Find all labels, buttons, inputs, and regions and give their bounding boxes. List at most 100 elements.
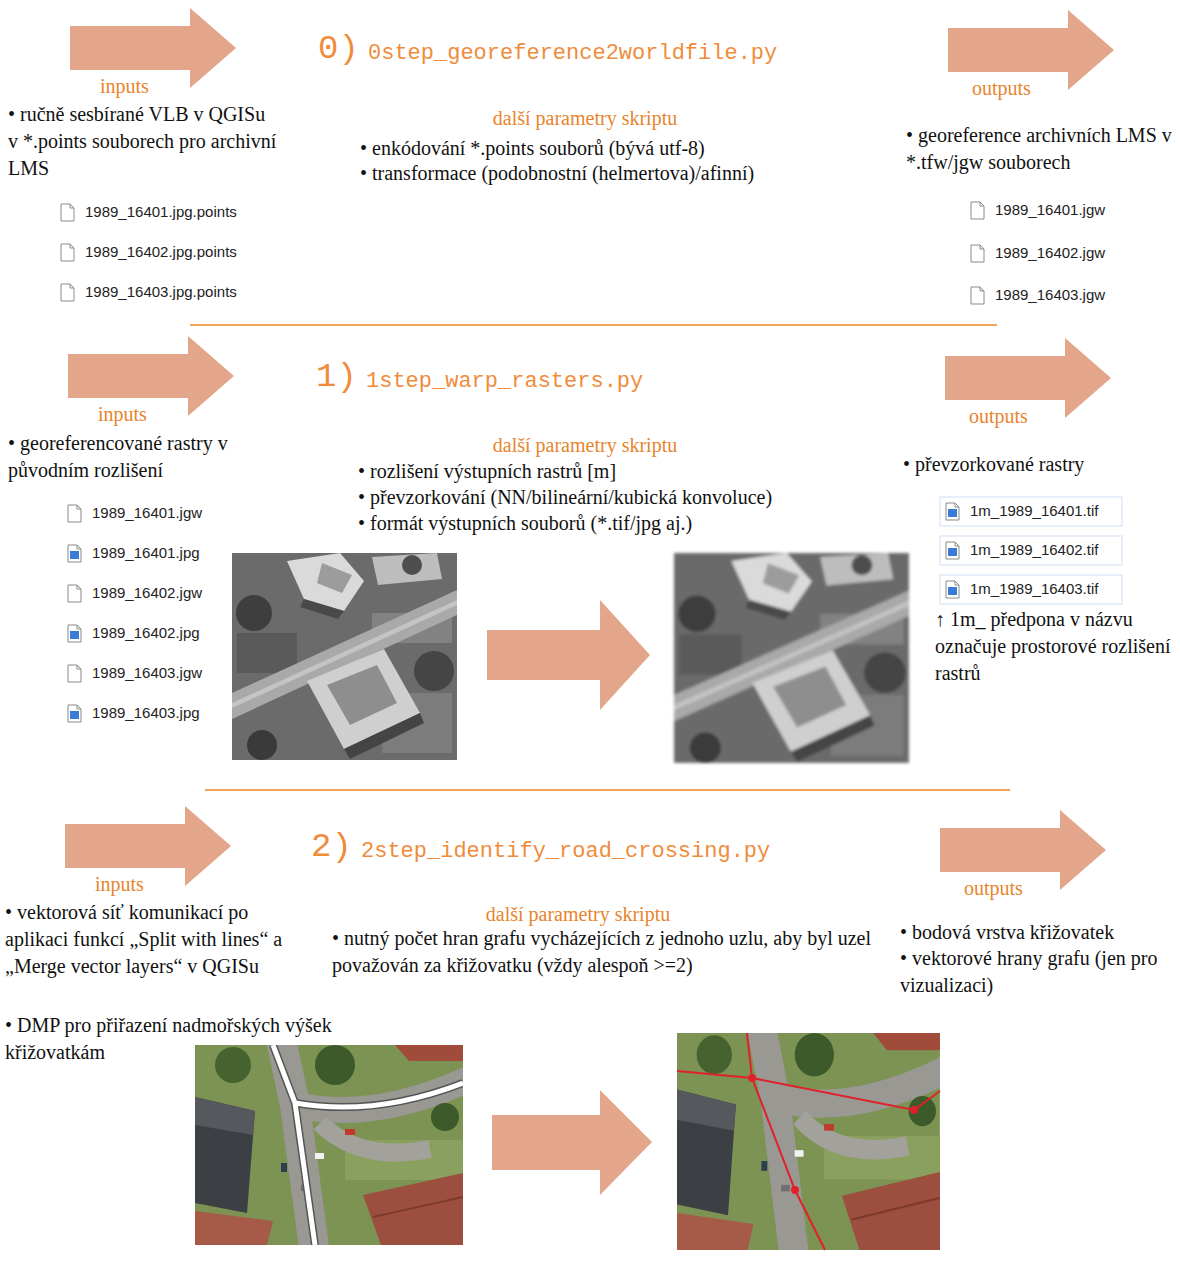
page-fold [955, 503, 959, 507]
bullet-text: • bodová vrstva křižovatek [900, 919, 1114, 946]
file-name: 1989_16401.jpg.points [85, 203, 237, 221]
crossing-output-map-part [747, 1033, 825, 1250]
file-name: 1m_1989_16401.tif [970, 502, 1098, 520]
crossing-output-map [677, 1022, 950, 1261]
page-fold [70, 284, 74, 288]
file-name: 1m_1989_16403.tif [970, 580, 1098, 598]
image-file-icon [68, 545, 81, 562]
arrow-shape: outputs [940, 810, 1110, 902]
page-outline [68, 585, 81, 602]
image-mark [948, 587, 957, 595]
page-fold [70, 244, 74, 248]
arrow-shape: inputs [70, 8, 240, 100]
bullet-text: • rozlišení výstupních rastrů [m] [358, 458, 616, 485]
image-mark [70, 711, 79, 719]
arrow-label: outputs [969, 404, 1028, 428]
image-mark [948, 548, 957, 556]
page-outline [61, 244, 74, 261]
step-number: 0) [318, 30, 359, 68]
file-name: 1989_16402.jpg.points [85, 243, 237, 261]
file-icon [68, 585, 81, 602]
crossing-output-map-part [677, 1071, 752, 1078]
page-fold [980, 245, 984, 249]
crossing-output-map-part [748, 1074, 756, 1082]
file-icon [971, 202, 984, 219]
page-fold [77, 505, 81, 509]
page-outline [61, 284, 74, 301]
arrow-shape: outputs [948, 10, 1118, 102]
page-outline [61, 204, 74, 221]
road-input-map-part-part [273, 1045, 315, 1245]
bullet-text: • převzorkované rastry [903, 451, 1084, 478]
bullet-text: • georeferencované rastry v původním roz… [8, 430, 263, 484]
page-outline [971, 245, 984, 262]
bullet-text: • transformace (podobnostní (helmertova)… [360, 160, 754, 187]
page-outline [971, 287, 984, 304]
road-input-map [195, 1035, 473, 1255]
road-input-map-part-part [295, 1083, 463, 1107]
parameter-heading: další parametry skriptu [378, 901, 778, 927]
road-input-map-part [273, 1045, 463, 1245]
file-name: 1989_16403.jpg [92, 704, 200, 722]
file-name: 1989_16402.jgw [92, 584, 202, 602]
file-name: 1989_16401.jpg [92, 544, 200, 562]
file-icon [61, 284, 74, 301]
crossing-output-map-part [752, 1078, 940, 1110]
script-name: 0step_georeference2worldfile.py [368, 41, 777, 67]
image-file-icon [940, 575, 1122, 604]
file-name: 1989_16402.jgw [995, 244, 1105, 262]
arrow-outline [65, 806, 235, 888]
crossing-output-map-part-part [677, 1022, 950, 1261]
selection-box [940, 497, 1122, 526]
page-outline [68, 505, 81, 522]
page-outline [946, 503, 959, 520]
arrow-label: inputs [98, 402, 147, 426]
script-name: 2step_identify_road_crossing.py [361, 839, 770, 865]
arrow-fill [70, 8, 236, 88]
separator-line [205, 789, 1010, 791]
arrow-label: outputs [972, 76, 1031, 100]
image-file-icon [940, 497, 1122, 526]
file-icon [61, 204, 74, 221]
file-name: 1989_16401.jgw [92, 504, 202, 522]
bullet-text: • ručně sesbírané VLB v QGISu v *.points… [8, 101, 280, 182]
arrow-shape: outputs [945, 338, 1115, 430]
arrow-label: outputs [964, 876, 1023, 900]
crossing-output-map-part [910, 1106, 918, 1114]
file-icon [68, 505, 81, 522]
bullet-text: • georeference archivních LMS v *.tfw/jg… [906, 122, 1172, 176]
arrow-label: inputs [95, 872, 144, 896]
page-outline [946, 542, 959, 559]
page-fold [77, 665, 81, 669]
parameter-heading: další parametry skriptu [385, 105, 785, 131]
step-number: 1) [316, 358, 357, 396]
file-icon [61, 244, 74, 261]
road-input-map-part-part [295, 1083, 463, 1107]
separator-line [190, 324, 997, 326]
arrow-outline [70, 8, 240, 90]
image-mark [70, 631, 79, 639]
image-mark [948, 509, 957, 517]
bullet-text: • nutný počet hran grafu vycházejících z… [332, 925, 892, 979]
arrow-shape: inputs [65, 806, 235, 898]
page-fold [955, 581, 959, 585]
bullet-text: • vektorové hrany grafu (jen pro vizuali… [900, 945, 1165, 999]
arrow-fill [65, 806, 231, 886]
image-mark [70, 551, 79, 559]
file-name: 1989_16402.jpg [92, 624, 200, 642]
page-fold [77, 625, 81, 629]
file-icon [971, 287, 984, 304]
page-outline [68, 665, 81, 682]
file-name: 1989_16403.jgw [92, 664, 202, 682]
selection-box [940, 536, 1122, 565]
process-arrow [487, 600, 650, 710]
road-input-map-part [195, 1035, 473, 1255]
page-fold [77, 585, 81, 589]
image-file-icon [68, 705, 81, 722]
page-outline [68, 545, 81, 562]
bullet-text: • převzorkování (NN/bilineární/kubická k… [358, 484, 772, 511]
crossing-output-map-part [791, 1186, 799, 1194]
page-outline [946, 581, 959, 598]
file-icon [971, 245, 984, 262]
